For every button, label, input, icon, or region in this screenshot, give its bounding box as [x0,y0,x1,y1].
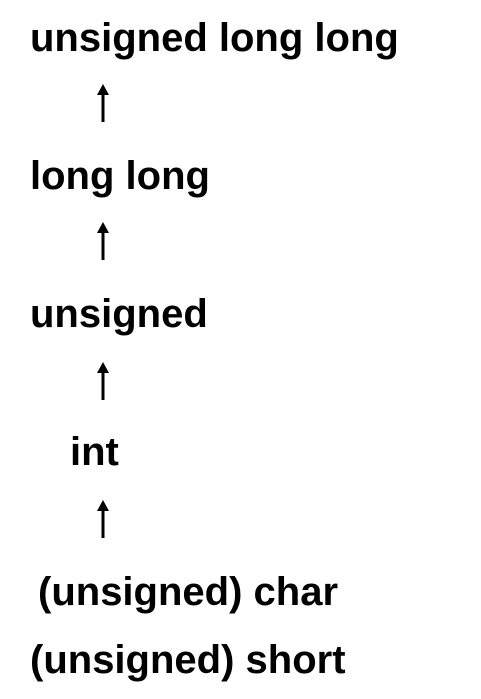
type-label-long-long: long long [30,154,210,198]
type-label-unsigned: unsigned [30,292,208,336]
up-arrow-icon [96,362,110,402]
type-label-unsigned-long-long: unsigned long long [30,16,399,60]
up-arrow-icon [96,84,110,124]
up-arrow-icon [96,500,110,540]
type-label-unsigned-char: (unsigned) char [38,570,339,614]
up-arrow-icon [96,222,110,262]
type-label-unsigned-short: (unsigned) short [30,638,346,682]
type-label-int: int [70,430,119,474]
